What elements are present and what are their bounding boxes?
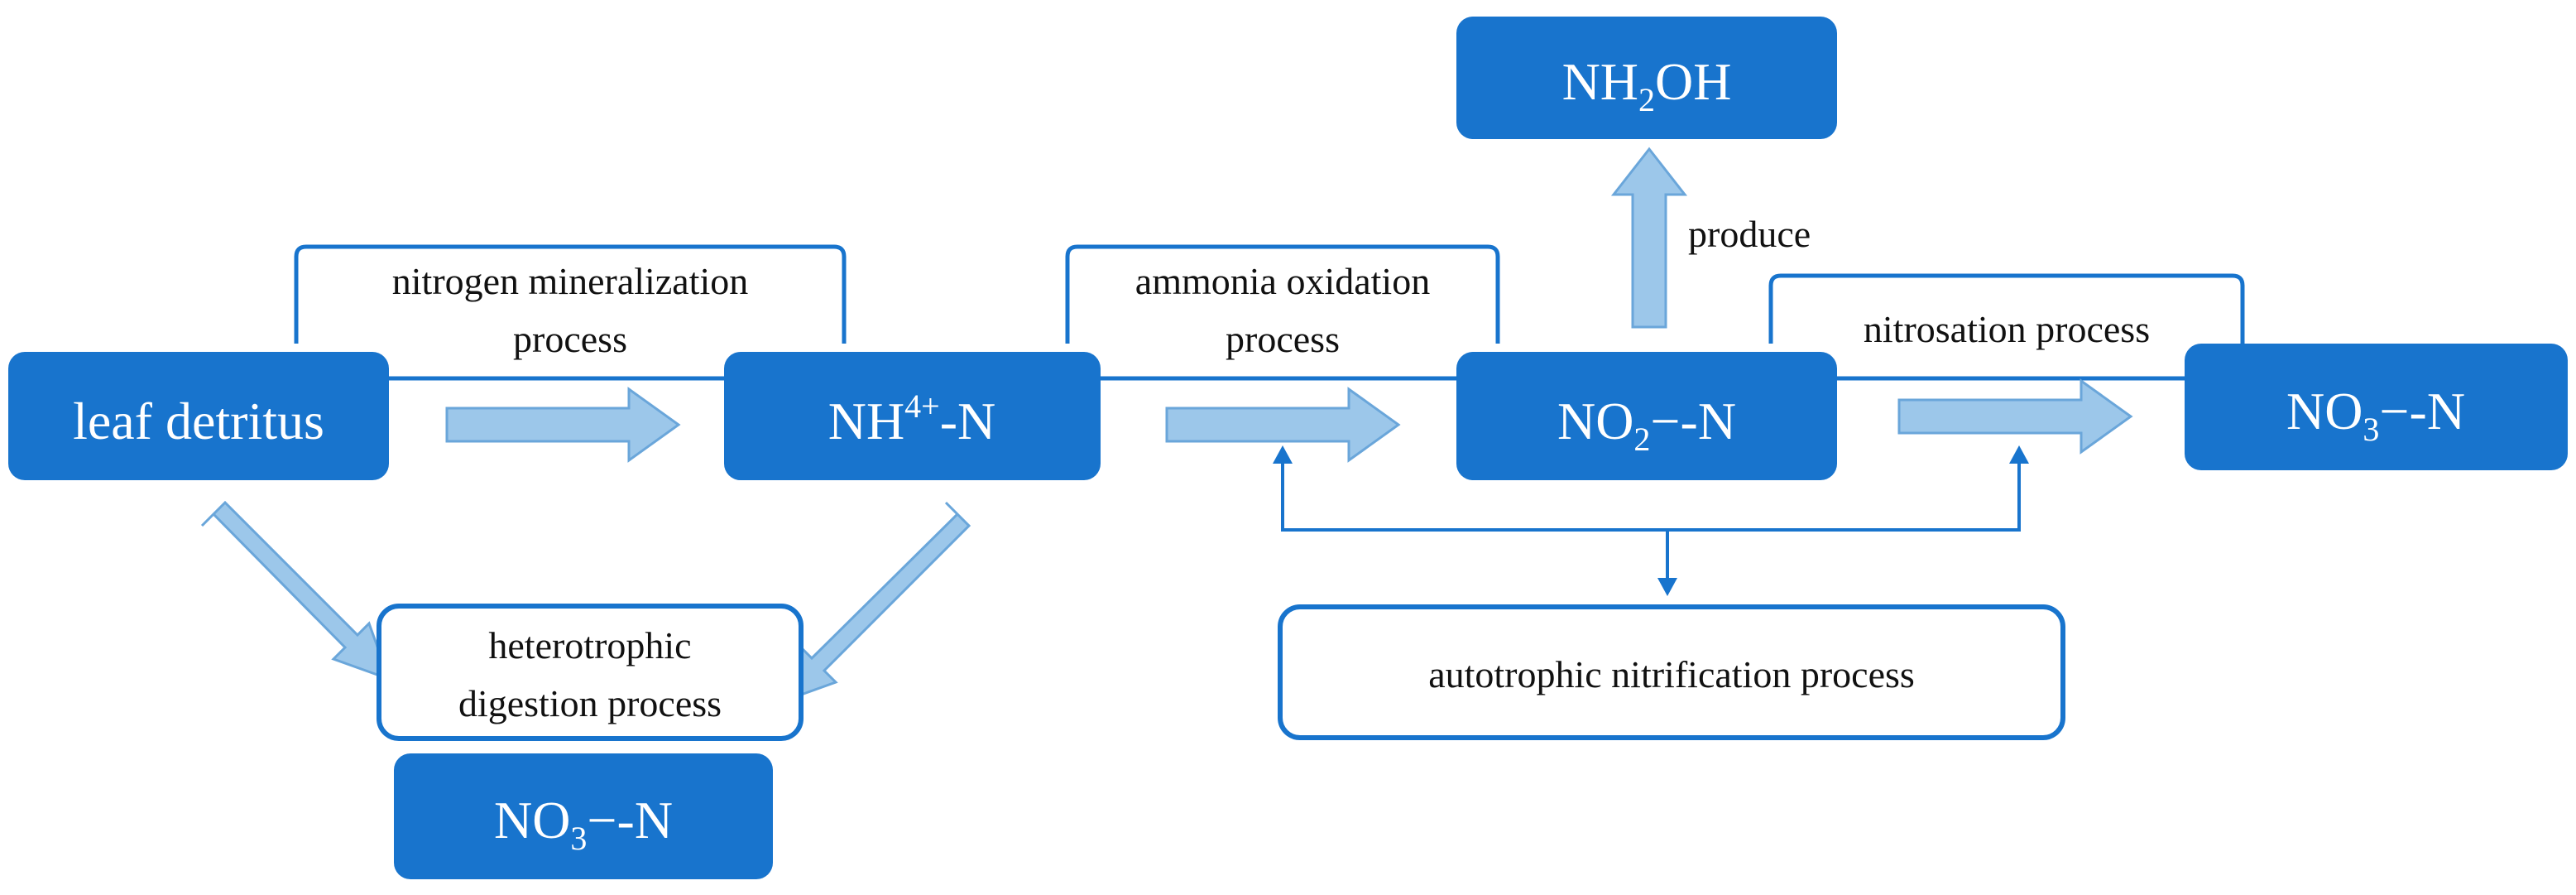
- nitrate-bottom-label: NO3−-N: [494, 791, 673, 857]
- ammonium-to-heterotrophic-arrow: [778, 501, 971, 705]
- autotrophic-label: autotrophic nitrification process: [1428, 653, 1915, 695]
- autotrophic-feedback-lines: [1281, 460, 2021, 532]
- ammonium-label: NH4+-N: [828, 387, 996, 450]
- ammonia-oxidation-label-line1: ammonia oxidation: [1135, 260, 1430, 302]
- feedback-arrowhead-left: [1273, 445, 1293, 464]
- leaf-detritus-label: leaf detritus: [73, 392, 324, 450]
- nitrite-node: NO2−-N: [1456, 352, 1837, 480]
- ammonium-node: NH4+-N: [724, 352, 1101, 480]
- mineralization-label-line1: nitrogen mineralization: [392, 260, 748, 302]
- mineralization-bracket: [294, 244, 847, 344]
- mineralization-arrow: [445, 387, 681, 463]
- heterotrophic-label-line1: heterotrophic: [488, 624, 691, 666]
- hydroxylamine-label: NH2OH: [1562, 52, 1732, 118]
- autotrophic-nitrification-box: [1278, 604, 2065, 740]
- ammonia-oxidation-label-line2: process: [1226, 318, 1340, 360]
- nitrite-label: NO2−-N: [1557, 392, 1736, 458]
- mineralization-label-line2: process: [513, 318, 627, 360]
- autotrophic-arrowhead: [1657, 578, 1677, 596]
- feedback-arrowhead-right: [2009, 445, 2029, 464]
- ammonia-oxidation-arrow: [1165, 387, 1401, 463]
- produce-arrow: [1610, 147, 1688, 329]
- hydroxylamine-node: NH2OH: [1456, 17, 1837, 139]
- leaf-detritus-node: leaf detritus: [8, 352, 389, 480]
- nitrosation-arrow: [1897, 378, 2133, 455]
- heterotrophic-digestion-box: [377, 604, 804, 741]
- heterotrophic-label-line2: digestion process: [458, 682, 722, 724]
- detritus-to-heterotrophic-arrow: [200, 500, 391, 681]
- nitrate-bottom-node: NO3−-N: [394, 753, 773, 879]
- nitrosation-bracket: [1768, 273, 2245, 344]
- nitrate-right-node: NO3−-N: [2185, 344, 2568, 470]
- ammonia-oxidation-bracket: [1065, 244, 1500, 344]
- nitrate-right-label: NO3−-N: [2286, 382, 2465, 448]
- nitrosation-label: nitrosation process: [1864, 308, 2150, 350]
- produce-label: produce: [1688, 213, 1811, 255]
